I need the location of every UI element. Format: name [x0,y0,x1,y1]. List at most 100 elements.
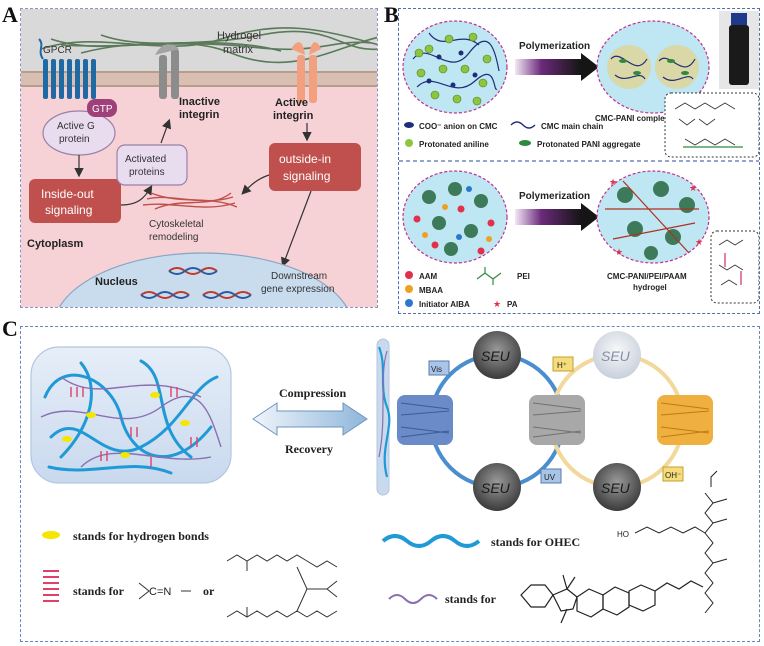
legend-pei: PEI [517,272,530,281]
legend-aniline-swatch [405,139,413,147]
svg-text:★: ★ [609,177,617,187]
outside-in-box [269,143,361,191]
seu-disk-top-right [593,331,641,379]
inactive-label-1: Inactive [179,96,220,108]
spiropyran-structure [520,574,704,624]
hplus-tag [552,356,574,372]
oh-tag [662,466,684,482]
legend-crosslink: stands for [73,584,125,598]
active-g-protein [42,110,116,156]
outside-in-label-1: outside-in [279,152,331,166]
g-protein-label-2: protein [59,134,90,145]
polymerization-arrow-top [515,59,581,75]
cytoskeleton-fibers [142,192,238,210]
polymerization-label-top: Polymerization [519,41,590,52]
inactive-integrin [155,44,179,99]
oh-label: OH⁻ [665,471,681,480]
polymer-backbone-structure [634,470,728,614]
legend-mbaa-swatch [405,285,413,293]
ohec-chains [43,359,219,475]
seu-text-4: SEU [601,480,631,496]
gtp-label: GTP [92,104,113,115]
activated-label-2: proteins [129,167,165,178]
hydrogel-label-2: matrix [223,44,253,56]
vis-label: Vis [431,365,442,374]
inactive-label-2: integrin [179,109,220,121]
pani-aggregate-1 [607,45,651,89]
gpcr-receptor [43,59,96,99]
hplus-label: H⁺ [557,361,567,370]
panel-b: Polymerization CMC-PANI complex COO⁻ ani… [398,8,760,314]
complex-label: CMC-PANI complex [595,114,670,123]
panel-c-diagram: Compression Recovery SEU SEU SEU SEU Vis… [30,331,728,624]
svg-text:★: ★ [615,247,623,257]
legend-sp-swatch [388,594,438,604]
legend-coo: COO⁻ anion on CMC [419,122,498,131]
inside-out-box [29,179,121,223]
legend-aiba: Initiator AIBA [419,300,470,309]
vis-tag [428,360,450,376]
nucleus-label: Nucleus [95,276,138,288]
cell-membrane [21,71,377,87]
panel-label-c: C [2,316,18,341]
imine-structure [138,582,191,600]
legend-chain-swatch [510,121,536,129]
cyto-label-2: remodeling [149,232,198,243]
uv-label: UV [544,473,556,482]
textile-orange [657,395,713,445]
cytoplasm-label: Cytoplasm [27,238,83,250]
recovery-label: Recovery [285,442,333,456]
legend-sp: stands for [445,592,497,606]
legend-pa: PA [507,300,518,309]
textile-grey [529,395,585,445]
panel-a-diagram: Hydrogel matrix GPCR Active G protein GT… [21,9,377,307]
inside-out-label-2: signaling [45,203,92,217]
product-label-1: CMC-PANI/PEI/PAAM [607,272,687,281]
panel-a: Hydrogel matrix GPCR Active G protein GT… [20,8,378,308]
compression-recovery-arrow [252,402,368,436]
legend-aggregate-swatch [519,140,531,146]
inside-out-label-1: Inside-out [41,187,94,201]
activated-label-1: Activated [125,154,166,165]
legend-hbond: stands for hydrogen bonds [73,529,209,543]
textile-blue [397,395,453,445]
hydrogel-network-box [30,346,232,484]
aniline-dots [414,32,492,106]
panel-label-a: A [2,2,18,27]
seu-disk-top-left [473,331,521,379]
compression-label: Compression [279,386,346,400]
crosslink-inset [710,230,759,304]
active-label-1: Active [275,97,308,109]
svg-text:★: ★ [689,183,697,193]
downstream-label-2: gene expression [261,284,334,295]
legend-pei-swatch [476,267,502,285]
hydrogel-label-1: Hydrogel [217,30,261,42]
legend-aniline: Protonated aniline [419,140,489,149]
nucleus [58,252,348,307]
hydrogen-bonds [62,392,190,458]
seu-text-2: SEU [481,480,511,496]
hydrogel-fibers [40,27,377,64]
downstream-label-1: Downstream [271,271,327,282]
gpcr-label: GPCR [43,45,72,56]
legend-hbond-swatch [42,531,60,539]
legend-chain: CMC main chain [541,122,603,131]
hydrogel-network-elements: ★ ★ ★ ★ [605,177,703,260]
uv-tag [540,468,562,484]
seu-disk-bottom-right [593,463,641,511]
panel-c: Compression Recovery SEU SEU SEU SEU Vis… [20,326,760,642]
borate-structure [226,554,338,618]
active-label-2: integrin [273,110,314,122]
svg-text:★: ★ [695,237,703,247]
gtp-badge [87,99,117,117]
outside-in-label-2: signaling [283,169,330,183]
sp-chains [40,376,222,468]
legend-aam: AAM [419,272,438,281]
cmc-pani-solution [596,20,710,114]
g-protein-label-1: Active G [57,121,95,132]
polymerization-label-bottom: Polymerization [519,191,590,202]
imine-label: C=N [149,586,171,598]
product-label-2: hydrogel [633,283,667,292]
legend-ohec-swatch [381,534,481,548]
coo-dots [426,50,478,88]
